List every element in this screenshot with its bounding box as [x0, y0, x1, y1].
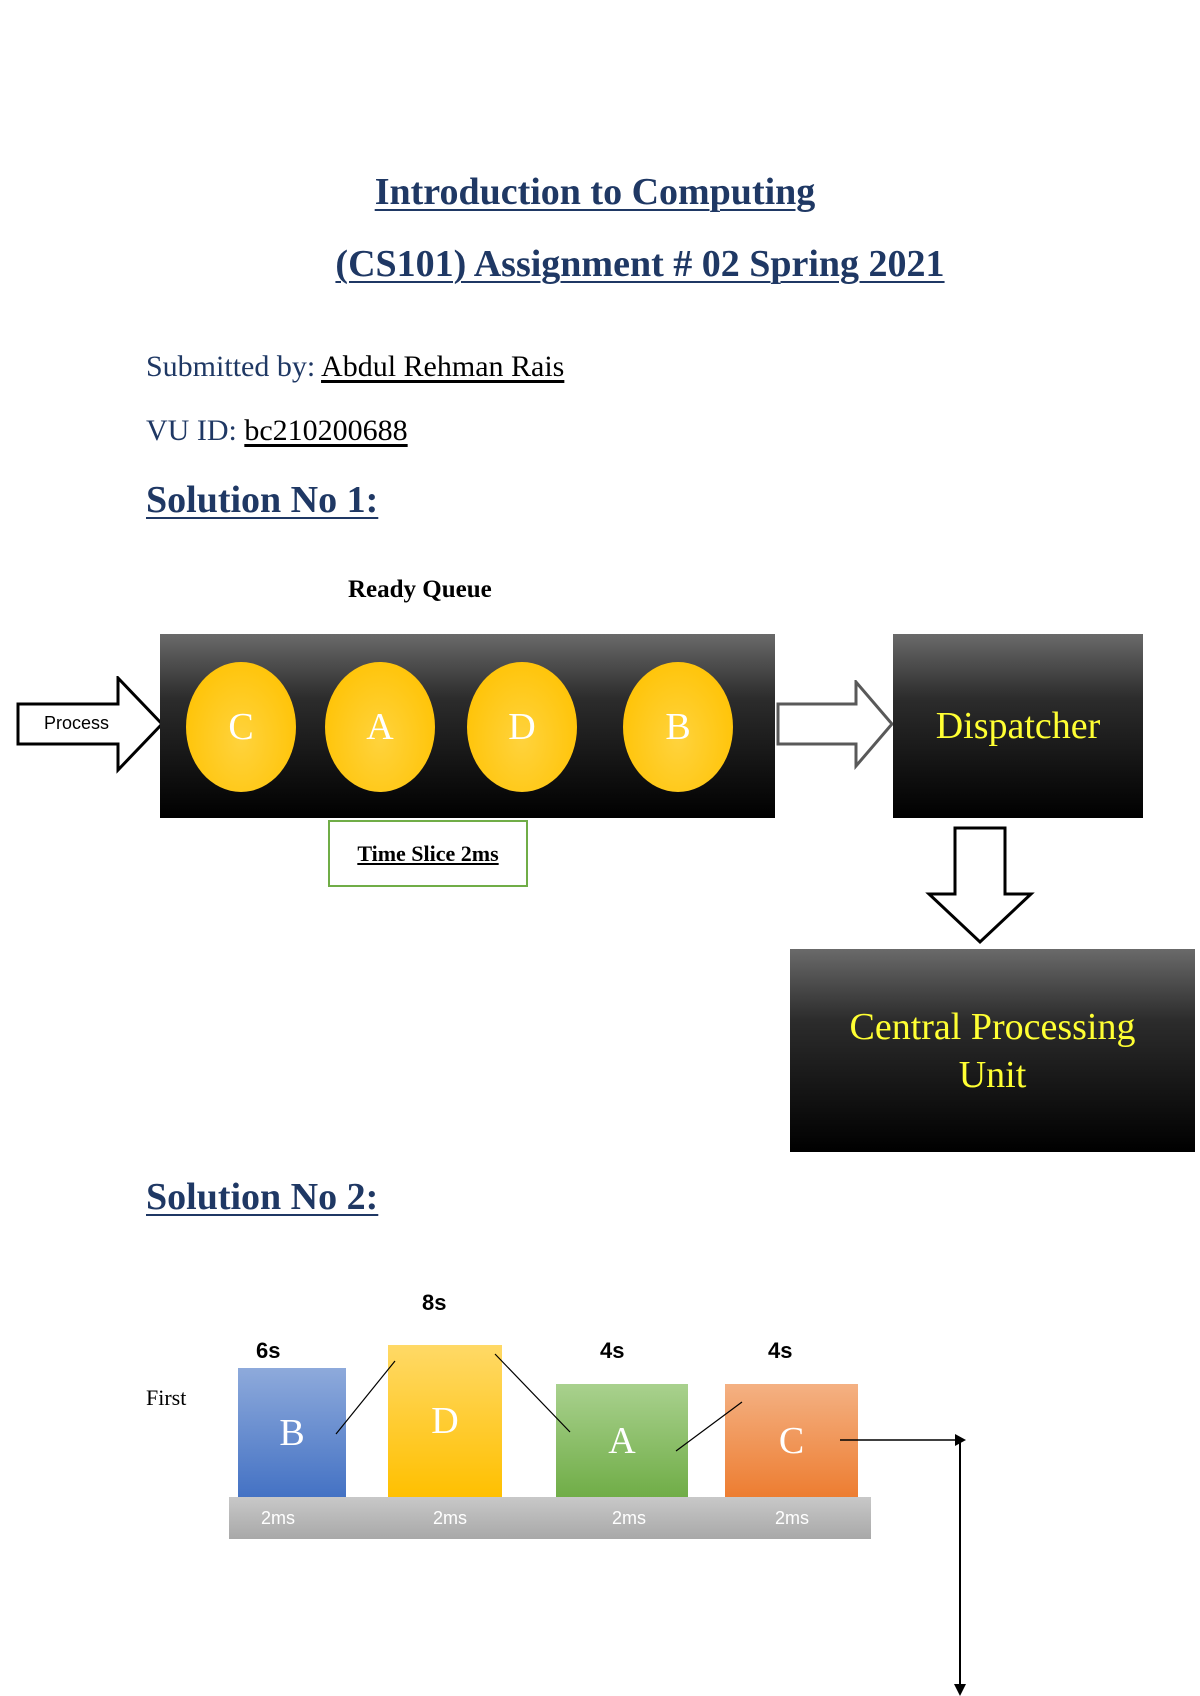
slice-label-b: 2ms [260, 1508, 295, 1528]
time-slice-label: Time Slice 2ms [357, 840, 499, 866]
queue-to-dispatcher-arrow-icon [776, 680, 894, 770]
time-slice-box: Time Slice 2ms [328, 820, 528, 887]
timeline-base-bar [229, 1497, 871, 1539]
cpu-label-line-2: Unit [958, 1053, 1027, 1096]
process-arrow-icon [16, 676, 165, 774]
time-label-d: 8s [422, 1290, 447, 1315]
vu-id: VU ID: bc210200688 [146, 414, 408, 447]
time-label-a: 4s [600, 1338, 625, 1363]
solution-1-heading: Solution No 1: [146, 479, 379, 521]
queue-item-c: C [186, 662, 296, 792]
cpu-label-line-1: Central Processing [849, 1005, 1136, 1048]
process-label: Process [44, 713, 110, 733]
arrowhead-right-icon [955, 1434, 966, 1446]
dispatcher-box: Dispatcher [893, 634, 1143, 818]
block-c: C [725, 1384, 858, 1497]
queue-item-b: B [623, 662, 733, 792]
queue-item-d: D [467, 662, 577, 792]
queue-item-a: A [325, 662, 435, 792]
slice-label-c: 2ms [774, 1508, 809, 1528]
ready-queue-title: Ready Queue [348, 576, 492, 603]
block-d: D [388, 1345, 502, 1497]
slice-label-d: 2ms [432, 1508, 467, 1528]
cpu-box: Central Processing Unit [790, 949, 1195, 1152]
dispatcher-label: Dispatcher [935, 705, 1101, 747]
time-label-b: 6s [256, 1338, 281, 1363]
block-a: A [556, 1384, 688, 1497]
title-line-1: Introduction to Computing [374, 171, 816, 213]
time-label-c: 4s [768, 1338, 793, 1363]
vu-id-value: bc210200688 [244, 414, 408, 447]
solution-2-heading: Solution No 2: [146, 1176, 379, 1218]
slice-label-a: 2ms [611, 1508, 646, 1528]
arrowhead-down-icon [954, 1684, 966, 1696]
submitted-by: Submitted by: Abdul Rehman Rais [146, 350, 565, 383]
submitted-by-value: Abdul Rehman Rais [321, 350, 565, 383]
first-label: First [146, 1385, 187, 1410]
document-subtitle: (CS101) Assignment # 02 Spring 2021 [0, 242, 1200, 286]
title-line-2: (CS101) Assignment # 02 Spring 2021 [335, 243, 945, 285]
block-b: B [238, 1368, 346, 1497]
document-title: Introduction to Computing [0, 170, 1200, 214]
dispatcher-to-cpu-arrow-icon [925, 826, 1035, 945]
